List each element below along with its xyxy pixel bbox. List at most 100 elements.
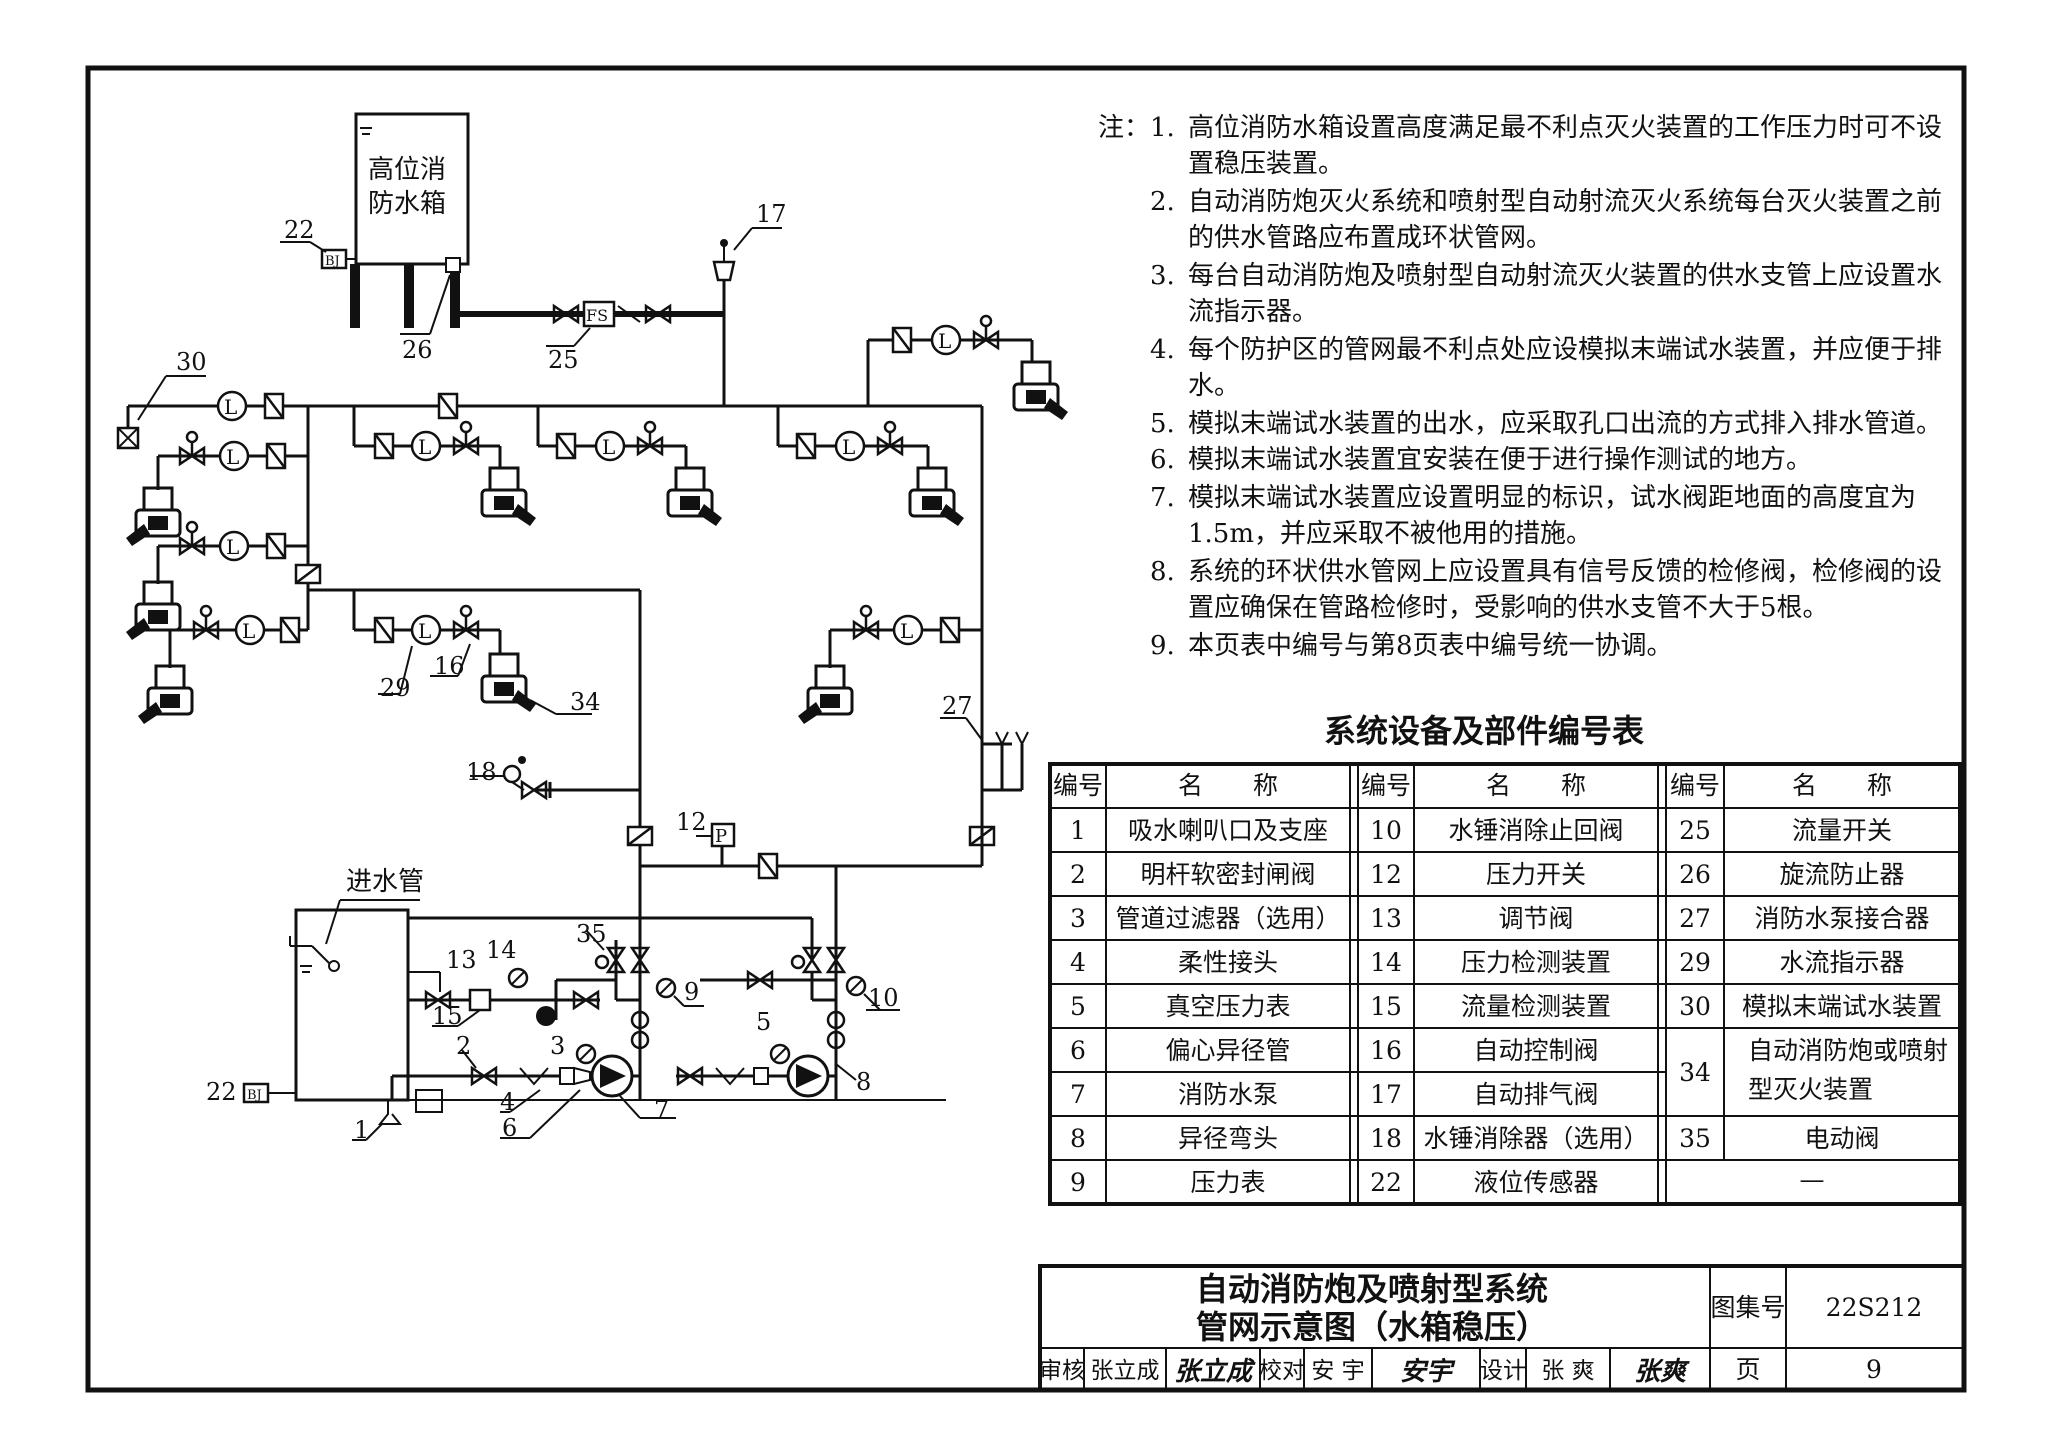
callout-12: 12 <box>676 808 707 836</box>
design-signature: 张爽 <box>1634 1357 1690 1387</box>
left-branch-1: L <box>124 430 308 548</box>
table-cell-number: 13 <box>1370 904 1402 933</box>
callout-29: 29 <box>380 674 411 702</box>
callout-9: 9 <box>684 978 699 1006</box>
note-9-num: 9. <box>1150 631 1175 661</box>
table-cell-number: 35 <box>1679 1124 1711 1153</box>
svg-text:L: L <box>226 535 239 559</box>
ground-tank <box>294 908 410 1102</box>
note-3-num: 3. <box>1150 261 1175 291</box>
note-5-num: 5. <box>1150 409 1175 439</box>
callout-17: 17 <box>756 200 787 228</box>
table-cell-number: 6 <box>1070 1036 1086 1065</box>
callout-30: 30 <box>176 348 207 376</box>
callout-18: 18 <box>466 758 497 786</box>
th-num-2: 编号 <box>1361 771 1411 800</box>
callout-15: 15 <box>432 1002 463 1030</box>
th-num-3: 编号 <box>1670 771 1720 800</box>
table-cell-number: 9 <box>1070 1168 1086 1197</box>
table-cell-name: 自动排气阀 <box>1473 1080 1598 1109</box>
pipe-network-diagram: 高位消 防水箱 BJ 22 26 FS 25 17 <box>116 112 1070 1144</box>
notes-section: 注： 1. 高位消防水箱设置高度满足最不利点灭火装置的工作压力时可不设 置稳压装… <box>1098 113 1942 661</box>
atlas-number: 22S212 <box>1826 1293 1923 1322</box>
review-name: 张立成 <box>1091 1358 1160 1384</box>
table-cell-name: 柔性接头 <box>1178 948 1278 977</box>
note-9-line1: 本页表中编号与第8页表中编号统一协调。 <box>1188 631 1673 661</box>
table-cell-name: 偏心异径管 <box>1165 1036 1290 1065</box>
table-cell-number: 22 <box>1370 1168 1402 1197</box>
upper-right-branch: L <box>866 314 1070 422</box>
callout-6: 6 <box>502 1114 517 1142</box>
note-2-line2: 的供水管路应布置成环状管网。 <box>1188 223 1552 253</box>
callout-34: 34 <box>570 688 601 716</box>
table-cell-34-line2: 型灭火装置 <box>1748 1075 1873 1104</box>
design-name: 张 爽 <box>1541 1358 1594 1384</box>
table-cell-number: 2 <box>1070 860 1086 889</box>
note-7-line2: 1.5m，并应采取不被他用的措施。 <box>1188 519 1592 549</box>
note-3-line2: 流指示器。 <box>1188 297 1318 327</box>
svg-text:L: L <box>226 445 239 469</box>
callout-7: 7 <box>654 1096 669 1124</box>
note-6-line1: 模拟末端试水装置宜安装在便于进行操作测试的地方。 <box>1188 445 1812 475</box>
callout-2: 2 <box>456 1032 471 1060</box>
table-cell-number: 16 <box>1370 1036 1402 1065</box>
note-1-num: 1. <box>1150 113 1175 143</box>
table-cell-number: 3 <box>1070 904 1086 933</box>
table-cell-number: 27 <box>1679 904 1711 933</box>
upper-branch-3: L <box>776 406 966 528</box>
review-label: 审核 <box>1039 1358 1085 1384</box>
table-cell-number: 17 <box>1370 1080 1402 1109</box>
th-num-1: 编号 <box>1053 771 1103 800</box>
inlet-pipe-label: 进水管 <box>346 867 424 897</box>
table-cell-name: 调节阀 <box>1498 904 1573 933</box>
drawing-title-line1: 自动消防炮及喷射型系统 <box>1196 1270 1548 1308</box>
note-4-num: 4. <box>1150 335 1175 365</box>
atlas-label: 图集号 <box>1710 1293 1785 1322</box>
table-cell-number: 14 <box>1370 948 1402 977</box>
svg-text:L: L <box>602 435 615 459</box>
note-8-line1: 系统的环状供水管网上应设置具有信号反馈的检修阀，检修阀的设 <box>1188 557 1942 587</box>
table-cell-name: 流量开关 <box>1792 816 1892 845</box>
th-name-1: 名 称 <box>1178 771 1278 800</box>
check-label: 校对 <box>1259 1358 1305 1384</box>
note-8-num: 8. <box>1150 557 1175 587</box>
svg-text:L: L <box>242 619 255 643</box>
outer-frame <box>85 65 1967 1393</box>
svg-text:L: L <box>224 395 237 419</box>
svg-text:L: L <box>418 435 431 459</box>
page-number: 9 <box>1866 1355 1882 1384</box>
table-title: 系统设备及部件编号表 <box>1324 712 1644 750</box>
notes-prefix: 注： <box>1098 113 1150 143</box>
table-cell-number: 5 <box>1070 992 1086 1021</box>
table-cell-number: 25 <box>1679 816 1711 845</box>
note-2-num: 2. <box>1150 187 1175 217</box>
table-cell-name: 自动控制阀 <box>1473 1036 1598 1065</box>
note-4-line1: 每个防护区的管网最不利点处应设模拟末端试水装置，并应便于排 <box>1188 335 1942 365</box>
upper-branch-1: L <box>352 406 538 528</box>
table-cell-name: 吸水喇叭口及支座 <box>1128 816 1328 845</box>
title-block: 自动消防炮及喷射型系统 管网示意图（水箱稳压） 图集号 22S212 页 9 审… <box>1038 1264 1966 1392</box>
note-5-line1: 模拟末端试水装置的出水，应采取孔口出流的方式排入排水管道。 <box>1188 409 1942 439</box>
note-1-line1: 高位消防水箱设置高度满足最不利点灭火装置的工作压力时可不设 <box>1188 113 1942 143</box>
table-cell-number: 8 <box>1070 1124 1086 1153</box>
table-cell-number: 30 <box>1679 992 1711 1021</box>
design-label: 设计 <box>1480 1358 1526 1384</box>
table-cell-name: 自动消防炮或喷射 <box>1748 1036 1948 1065</box>
drawing-title-line2: 管网示意图（水箱稳压） <box>1196 1308 1548 1346</box>
table-cell-number: 12 <box>1370 860 1402 889</box>
table-cell-number: 4 <box>1070 948 1086 977</box>
table-cell-name: 模拟末端试水装置 <box>1742 992 1942 1021</box>
callout-13: 13 <box>446 946 477 974</box>
table-cell-name: 压力表 <box>1190 1168 1265 1197</box>
left-branch-2: L <box>124 520 308 642</box>
note-6-num: 6. <box>1150 445 1175 475</box>
callout-4: 4 <box>500 1088 515 1116</box>
table-cell-number: 26 <box>1679 860 1711 889</box>
callout-16: 16 <box>434 652 465 680</box>
note-7-line1: 模拟末端试水装置应设置明显的标识，试水阀距地面的高度宜为 <box>1188 483 1916 513</box>
table-cell-name: 流量检测装置 <box>1461 992 1611 1021</box>
table-cell-number: 15 <box>1370 992 1402 1021</box>
table-cell-name: 电动阀 <box>1804 1124 1879 1153</box>
